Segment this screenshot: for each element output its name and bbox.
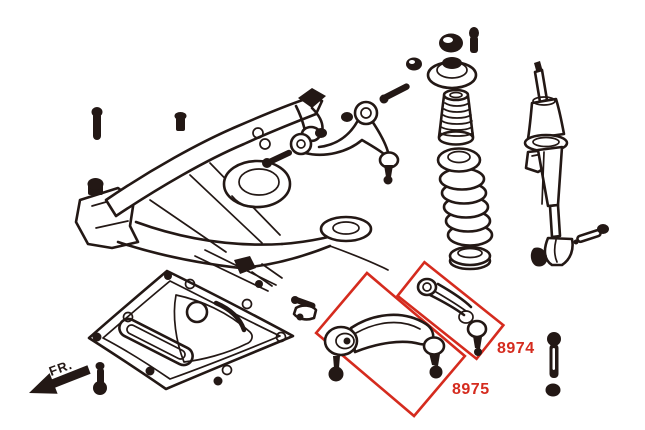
subframe-crossmember [74,88,389,292]
plate-bolt-icon [93,362,107,395]
coil-spring [438,167,494,247]
upper-control-arm [252,83,410,185]
highlight-boxes [314,260,506,418]
callout-label-8975: 8975 [452,381,490,398]
front-lower-control-arm [323,313,446,382]
strut-nut-cap-icon [439,33,463,53]
callout-label-8974: 8974 [497,340,535,357]
mount-nut-icon [406,57,422,71]
bump-stop-boot [437,88,475,146]
spring-pad-upper [436,147,482,173]
shock-bolt-icon [573,224,609,245]
strut-mount-stack [406,27,494,271]
upper-arm-bolt-icon [267,149,293,165]
subframe-bolt-icon [91,107,103,140]
spring-pad-lower [448,245,492,271]
stabilizer-link [545,332,561,397]
skid-plate [87,269,295,391]
sway-bar-bracket [291,296,318,321]
highlight-box-8975 [314,271,467,418]
shock-absorber [523,61,609,267]
strut-mount [426,57,478,90]
fr-arrow-icon [29,365,91,394]
rear-lower-control-arm [416,277,488,356]
highlight-box-8974 [395,260,506,361]
upper-arm-bolt-icon [382,83,410,101]
mount-bolt-icon [469,27,479,53]
